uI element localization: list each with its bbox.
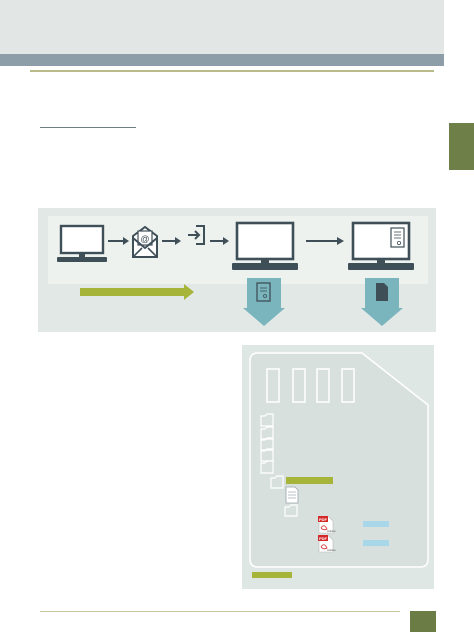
document-icon (285, 486, 299, 504)
pdf-badge-label: PDF (319, 536, 328, 541)
sd-card-illustration: PDF Adobe PDF Adobe (249, 352, 429, 578)
sd-card-download-icon (361, 278, 403, 326)
folder-icon (260, 448, 274, 462)
footer-divider (40, 611, 400, 612)
pdf-file-icon: PDF Adobe (318, 535, 336, 553)
document-download-icon (243, 278, 285, 326)
desktop-computer-icon (232, 221, 298, 270)
pdf-file-icon: PDF Adobe (318, 516, 336, 534)
flow-arrow (162, 237, 181, 245)
folder-icon (260, 437, 274, 451)
highlight-bar (286, 477, 333, 484)
lime-flow-arrow (80, 284, 194, 300)
desktop-computer-icon (57, 224, 107, 262)
folder-icon (284, 504, 298, 517)
filename-highlight (363, 521, 389, 527)
pdf-caption: Adobe (327, 529, 336, 533)
svg-text:@: @ (140, 234, 149, 244)
email-envelope-icon: @ (132, 225, 158, 258)
desktop-computer-document-icon (348, 221, 414, 270)
sd-card-contacts (266, 368, 355, 403)
flow-arrow (210, 237, 229, 245)
header-divider (30, 70, 434, 72)
header-bar (0, 54, 444, 66)
flow-arrow (306, 237, 344, 245)
folder-icon (260, 413, 274, 427)
folder-icon (270, 475, 284, 489)
chapter-side-tab[interactable] (449, 123, 474, 170)
sd-card-outline (249, 352, 429, 568)
pdf-badge-label: PDF (319, 517, 328, 522)
section-heading-underline (40, 127, 136, 128)
flow-arrow (108, 237, 129, 245)
pdf-caption: Adobe (327, 548, 336, 552)
folder-icon (260, 426, 274, 440)
login-arrow-icon (188, 225, 205, 245)
filename-highlight (363, 540, 389, 546)
header-band (0, 0, 444, 54)
workflow-diagram: @ (57, 221, 414, 326)
caption-highlight-bar (252, 572, 292, 578)
folder-icon (260, 460, 274, 474)
page-number-badge (410, 611, 436, 632)
